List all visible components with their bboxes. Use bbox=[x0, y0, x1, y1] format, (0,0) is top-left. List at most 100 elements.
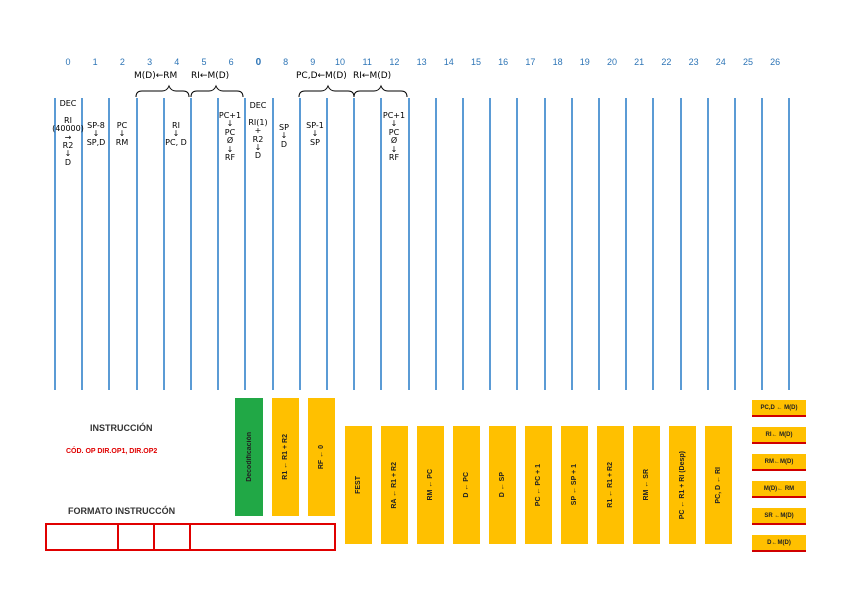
column-number-12: 12 bbox=[389, 57, 400, 67]
timeline-divider bbox=[108, 98, 111, 390]
column-number-7: 0 bbox=[255, 57, 262, 68]
column-number-1: 1 bbox=[92, 57, 98, 67]
op-sp-inc: SP ← SP + 1 bbox=[561, 426, 588, 544]
column-number-16: 16 bbox=[498, 57, 509, 67]
timeline-divider bbox=[761, 98, 764, 390]
column-number-2: 2 bbox=[119, 57, 125, 67]
column-number-5: 5 bbox=[201, 57, 207, 67]
timeline-divider bbox=[407, 98, 410, 390]
op-rm-sr: RM ← SR bbox=[633, 426, 660, 544]
timeline-divider bbox=[135, 98, 138, 390]
step-col9: SP-1 ↓ SP bbox=[306, 121, 324, 147]
timeline-divider bbox=[54, 98, 56, 390]
timeline-divider bbox=[271, 98, 274, 390]
format-field-op2 bbox=[153, 523, 191, 551]
op-pc-inc: PC ← PC + 1 bbox=[525, 426, 552, 544]
timeline-divider bbox=[462, 98, 464, 390]
timeline-divider bbox=[380, 98, 383, 390]
brace-3 bbox=[353, 84, 408, 98]
right-op-2: RM←M(D) bbox=[752, 454, 806, 471]
brace-label-1: RI←M(D) bbox=[191, 71, 230, 81]
timeline-divider bbox=[625, 98, 628, 390]
timeline-divider bbox=[353, 98, 356, 390]
column-number-0: 0 bbox=[65, 57, 71, 67]
timeline-divider bbox=[244, 98, 247, 390]
column-number-20: 20 bbox=[606, 57, 617, 67]
column-number-23: 23 bbox=[688, 57, 699, 67]
timeline-divider bbox=[652, 98, 655, 390]
column-number-11: 11 bbox=[362, 57, 372, 67]
column-number-3: 3 bbox=[147, 57, 153, 67]
brace-2 bbox=[298, 84, 355, 98]
column-number-15: 15 bbox=[470, 57, 481, 67]
op-rf-zero: RF ← 0 bbox=[308, 398, 335, 516]
op-d-pc: D ← PC bbox=[453, 426, 480, 544]
step-col2: PC ↓ RM bbox=[115, 121, 129, 147]
column-number-26: 26 bbox=[770, 57, 781, 67]
column-number-10: 10 bbox=[334, 57, 345, 67]
op-d-sp: D ← SP bbox=[489, 426, 516, 544]
op-fetch: FEST bbox=[345, 426, 372, 544]
right-op-5: D←M(D) bbox=[752, 535, 806, 552]
timeline-divider bbox=[326, 98, 328, 390]
formato-label: FORMATO INSTRUCCÓN bbox=[68, 506, 176, 516]
step-col0: DEC RI (40000) → R2 ↓ D bbox=[52, 99, 84, 167]
brace-1 bbox=[190, 84, 244, 98]
op-rm-pc: RM ← PC bbox=[417, 426, 444, 544]
op-r1-sum2: R1 ← R1 + R2 bbox=[597, 426, 624, 544]
column-number-9: 9 bbox=[310, 57, 316, 67]
timeline-divider bbox=[543, 98, 546, 390]
timeline-divider bbox=[81, 98, 84, 390]
step-col4: RI ↓ PC, D bbox=[165, 121, 187, 147]
step-col1: SP-8 ↓ SP,D bbox=[86, 121, 106, 147]
column-number-13: 13 bbox=[416, 57, 427, 67]
timeline-divider bbox=[217, 98, 220, 390]
instruccion-label: INSTRUCCIÓN bbox=[90, 423, 153, 433]
brace-0 bbox=[135, 84, 190, 98]
column-number-22: 22 bbox=[661, 57, 672, 67]
timeline-divider bbox=[706, 98, 709, 390]
op-pc-ri-desp: PC ← R1 + RI (Desp) bbox=[669, 426, 696, 544]
brace-label-3: RI←M(D) bbox=[353, 71, 392, 81]
op-decodificacion: Decodificación bbox=[235, 398, 263, 516]
column-number-21: 21 bbox=[634, 57, 645, 67]
right-op-0: PC,D ← M(D) bbox=[752, 400, 806, 417]
timeline-divider bbox=[516, 98, 519, 390]
brace-label-2: PC,D←M(D) bbox=[296, 71, 347, 81]
column-number-6: 6 bbox=[228, 57, 234, 67]
column-number-8: 8 bbox=[283, 57, 289, 67]
column-number-25: 25 bbox=[742, 57, 753, 67]
step-col12: PC+1 ↓ PC Ø ↓ RF bbox=[382, 111, 406, 162]
column-number-18: 18 bbox=[552, 57, 563, 67]
format-field-op1 bbox=[117, 523, 155, 551]
timeline-divider bbox=[679, 98, 682, 390]
format-field-opcode bbox=[45, 523, 119, 551]
timeline-divider bbox=[190, 98, 192, 390]
timeline-divider bbox=[162, 98, 165, 390]
step-col6: PC+1 ↓ PC Ø ↓ RF bbox=[218, 111, 242, 162]
codigo-label: CÓD. OP DIR.OP1, DIR.OP2 bbox=[66, 448, 158, 455]
column-number-14: 14 bbox=[443, 57, 454, 67]
column-number-19: 19 bbox=[579, 57, 590, 67]
brace-label-0: M(D)←RM bbox=[134, 71, 178, 81]
timeline-divider bbox=[489, 98, 492, 390]
timeline-divider bbox=[434, 98, 437, 390]
column-number-4: 4 bbox=[174, 57, 180, 67]
right-op-4: SR ←M(D) bbox=[752, 508, 806, 525]
timeline-divider bbox=[598, 98, 600, 390]
timeline-divider bbox=[734, 98, 736, 390]
column-number-17: 17 bbox=[525, 57, 536, 67]
timeline-divider bbox=[570, 98, 573, 390]
op-r1-sum: R1 ← R1 + R2 bbox=[272, 398, 299, 516]
timeline-divider bbox=[788, 98, 791, 390]
op-ra-sum: RA ← R1 + R2 bbox=[381, 426, 408, 544]
right-op-1: RI← M(D) bbox=[752, 427, 806, 444]
right-op-3: M(D)← RM bbox=[752, 481, 806, 498]
format-field-rest bbox=[189, 523, 336, 551]
column-number-24: 24 bbox=[715, 57, 726, 67]
step-col7: DEC RI(1) + R2 ↓ D bbox=[248, 101, 268, 161]
op-pc-d-ri: PC, D ← RI bbox=[705, 426, 732, 544]
timeline-divider bbox=[298, 98, 301, 390]
step-col8: SP ↓ D bbox=[279, 123, 289, 149]
